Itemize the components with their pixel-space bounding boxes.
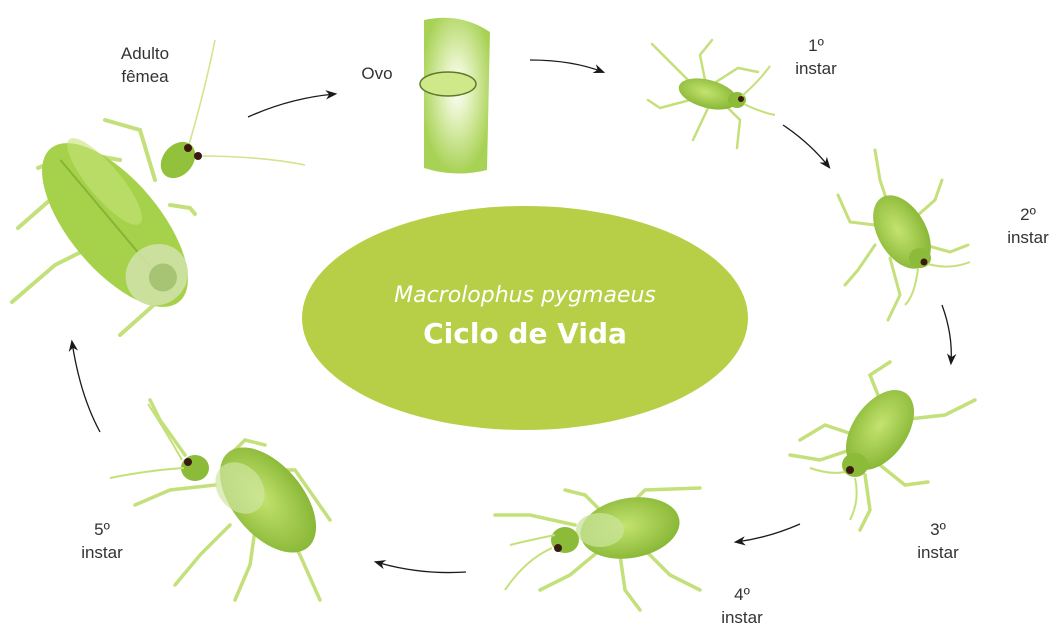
- label-instar-5-ordinal: 5º: [72, 518, 132, 541]
- arrow-instar3-to-instar4: [736, 524, 800, 542]
- nymph-instar-1-icon: [648, 40, 775, 148]
- label-instar-1-ordinal: 1º: [786, 34, 846, 57]
- diagram-title: Ciclo de Vida: [300, 312, 750, 356]
- label-instar-1: 1º instar: [786, 34, 846, 80]
- arrow-instar1-to-instar2: [783, 125, 829, 167]
- arrow-instar4-to-instar5: [376, 562, 466, 573]
- nymph-instar-3-icon: [790, 362, 975, 530]
- label-instar-4-ordinal: 4º: [712, 583, 772, 606]
- label-instar-3-word: instar: [908, 541, 968, 564]
- label-instar-3-ordinal: 3º: [908, 518, 968, 541]
- label-adult-line2: fêmea: [105, 65, 185, 88]
- label-instar-2: 2º instar: [998, 203, 1058, 249]
- label-instar-5: 5º instar: [72, 518, 132, 564]
- label-instar-4: 4º instar: [712, 583, 772, 629]
- arrow-egg-to-instar1: [530, 60, 603, 72]
- label-instar-4-word: instar: [712, 606, 772, 629]
- center-title-block: Macrolophus pygmaeus Ciclo de Vida: [300, 280, 750, 356]
- label-instar-3: 3º instar: [908, 518, 968, 564]
- arrow-instar5-to-adult: [72, 342, 100, 432]
- label-adult-line1: Adulto: [105, 42, 185, 65]
- nymph-instar-5-icon: [110, 400, 335, 600]
- label-egg-text: Ovo: [352, 62, 402, 85]
- label-adult-female: Adulto fêmea: [105, 42, 185, 88]
- arrow-adult-to-egg: [248, 94, 335, 117]
- label-instar-5-word: instar: [72, 541, 132, 564]
- egg-in-stem-icon: [420, 18, 490, 174]
- label-egg: Ovo: [352, 62, 402, 85]
- label-instar-1-word: instar: [786, 57, 846, 80]
- arrow-instar2-to-instar3: [942, 305, 951, 363]
- species-name: Macrolophus pygmaeus: [300, 280, 750, 312]
- label-instar-2-ordinal: 2º: [998, 203, 1058, 226]
- nymph-instar-4-icon: [495, 488, 700, 610]
- label-instar-2-word: instar: [998, 226, 1058, 249]
- nymph-instar-2-icon: [838, 150, 970, 320]
